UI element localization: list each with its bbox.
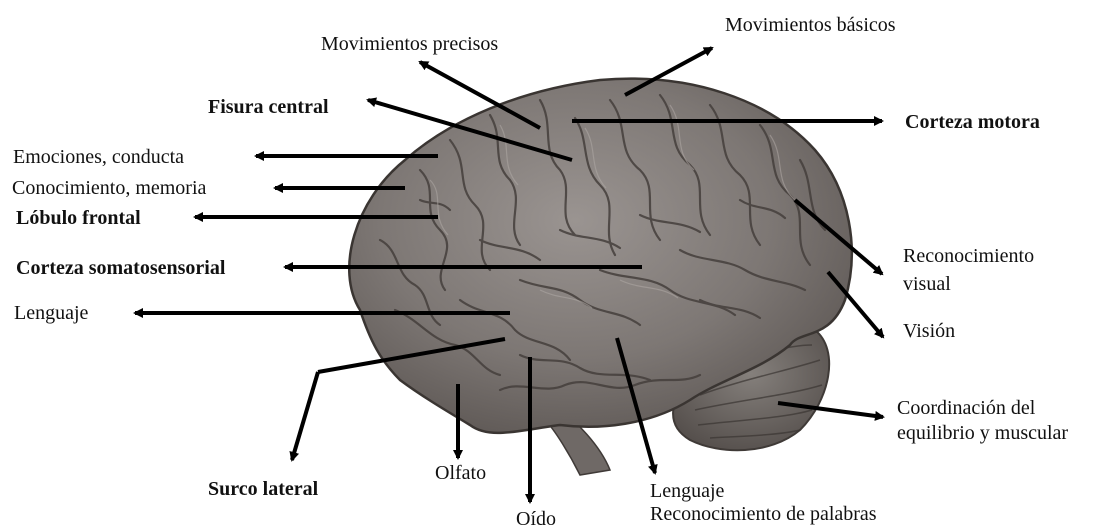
label-olfato: Olfato — [435, 462, 486, 484]
label-coordinacion: Coordinación del equilibrio y muscular — [897, 397, 1068, 444]
label-lobulo-frontal: Lóbulo frontal — [16, 207, 141, 229]
label-corteza-motora: Corteza motora — [905, 111, 1040, 133]
label-corteza-somatosensorial: Corteza somatosensorial — [16, 257, 225, 279]
label-conocimiento-memoria: Conocimiento, memoria — [12, 177, 206, 199]
label-emociones-conducta: Emociones, conducta — [13, 146, 184, 168]
label-movimientos-precisos: Movimientos precisos — [321, 33, 498, 55]
label-fisura-central: Fisura central — [208, 96, 329, 118]
label-movimientos-basicos: Movimientos básicos — [725, 14, 896, 36]
label-surco-lateral: Surco lateral — [208, 478, 318, 500]
label-reconocimiento-visual: Reconocimiento visual — [903, 245, 1034, 295]
label-vision: Visión — [903, 320, 955, 342]
label-reconocimiento-visual-line1: Reconocimiento — [903, 245, 1034, 267]
label-reconocimiento-visual-line2: visual — [903, 273, 1034, 295]
label-oido: Oído — [516, 508, 556, 530]
arrow-surco-lateral — [292, 372, 318, 460]
label-lenguaje-reconocimiento: Lenguaje Reconocimiento de palabras — [650, 480, 877, 525]
label-lenguaje-inf: Lenguaje — [650, 480, 877, 502]
label-coordinacion-line1: Coordinación del — [897, 397, 1068, 419]
label-lenguaje-izq: Lenguaje — [14, 302, 88, 324]
label-reconocimiento-palabras: Reconocimiento de palabras — [650, 503, 877, 525]
label-coordinacion-line2: equilibrio y muscular — [897, 422, 1068, 444]
